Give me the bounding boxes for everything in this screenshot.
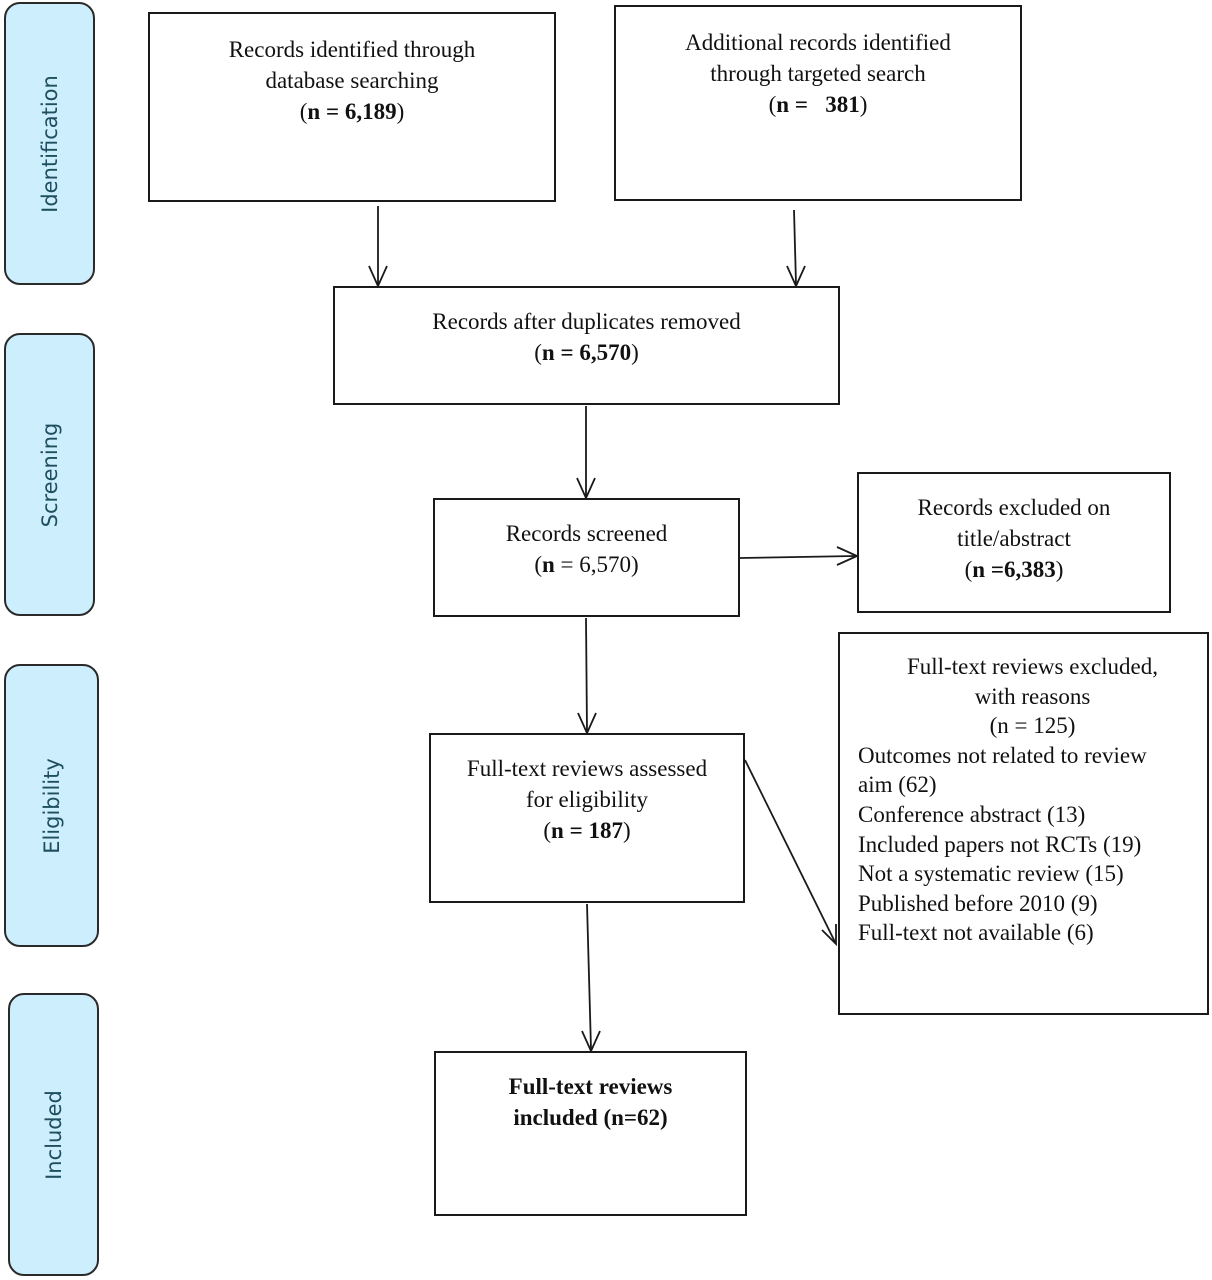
targeted-line2: through targeted search: [710, 61, 926, 86]
stage-eligibility: Eligibility: [4, 664, 99, 947]
fulltext-assessed-count: (n = 187): [543, 818, 631, 843]
excluded-title-line1: Records excluded on: [917, 495, 1111, 520]
box-records-screened: Records screened (n = 6,570): [433, 498, 740, 617]
database-line1: Records identified through: [228, 37, 476, 62]
screened-count: (n = 6,570): [534, 552, 639, 577]
duplicates-line1: Records after duplicates removed: [432, 309, 741, 334]
stage-included: Included: [8, 993, 99, 1276]
box-fulltext-excluded: Full-text reviews excluded, with reasons…: [838, 632, 1209, 1015]
screened-line1: Records screened: [505, 521, 668, 546]
arrow-fulltext-to-included: [586, 903, 592, 1050]
fulltext-excluded-count: (n = 125): [989, 713, 1076, 739]
arrow-screened-to-excluded: [739, 555, 856, 559]
exclusion-reason: Included papers not RCTs (19): [858, 831, 1142, 857]
box-duplicates-removed: Records after duplicates removed (n = 6,…: [333, 286, 840, 405]
exclusion-reason: Conference abstract (13): [858, 801, 1086, 827]
excluded-title-line2: title/abstract: [957, 526, 1071, 551]
box-database-searching: Records identified through database sear…: [148, 12, 556, 202]
stage-identification: Identification: [4, 2, 95, 285]
included-line2: included (n=62): [513, 1105, 668, 1130]
fulltext-excluded-line1: Full-text reviews excluded,: [906, 654, 1158, 679]
exclusion-reason: Outcomes not related to review: [858, 742, 1147, 768]
duplicates-count: (n = 6,570): [534, 340, 639, 365]
targeted-line1: Additional records identified: [685, 30, 951, 55]
arrow-fulltext-to-excluded: [744, 759, 836, 943]
excluded-title-count: (n =6,383): [964, 557, 1064, 582]
exclusion-reason: Full-text not available (6): [858, 920, 1094, 946]
exclusion-reason: Not a systematic review (15): [858, 861, 1124, 887]
fulltext-assessed-line1: Full-text reviews assessed: [466, 756, 708, 781]
exclusion-reason: aim (62): [858, 772, 937, 798]
box-included: Full-text reviews included (n=62): [434, 1051, 747, 1216]
box-excluded-title-abstract: Records excluded on title/abstract (n =6…: [857, 472, 1171, 613]
targeted-count: (n = 381): [768, 92, 868, 117]
exclusion-reason: Published before 2010 (9): [858, 890, 1098, 916]
box-targeted-search: Additional records identified through ta…: [614, 5, 1022, 201]
arrow-targeted-to-duplicates: [793, 209, 797, 285]
box-fulltext-assessed: Full-text reviews assessed for eligibili…: [429, 733, 745, 903]
included-line1: Full-text reviews: [508, 1074, 673, 1099]
stage-screening: Screening: [4, 333, 95, 616]
fulltext-assessed-line2: for eligibility: [525, 787, 648, 812]
arrowhead-fulltext-to-excluded: [821, 924, 837, 947]
database-count: (n = 6,189): [299, 99, 405, 124]
fulltext-excluded-line2: with reasons: [974, 683, 1091, 709]
database-line2: database searching: [265, 68, 439, 93]
arrow-screened-to-fulltext: [585, 617, 588, 732]
